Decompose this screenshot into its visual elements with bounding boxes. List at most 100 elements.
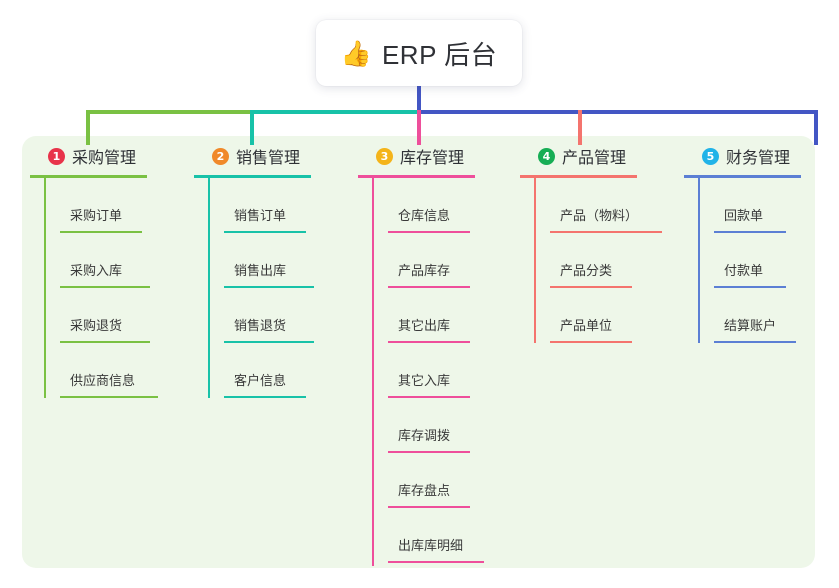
branch-items: 产品（物料） 产品分类产品单位	[534, 178, 662, 343]
branch-title: 库存管理	[400, 150, 465, 167]
branch-title: 财务管理	[726, 150, 791, 167]
branch-leaf-label: 客户信息	[234, 373, 287, 388]
branch-leaf-label: 产品库存	[398, 263, 451, 278]
branch-leaf-label: 仓库信息	[398, 208, 451, 223]
branch-header-underline	[520, 175, 637, 178]
branch-leaf-label: 采购退货	[70, 318, 123, 333]
branch-leaf-item[interactable]: 产品单位	[550, 288, 637, 343]
root-node-title: ERP 后台	[381, 39, 498, 70]
branch-leaf-label: 结算账户	[724, 318, 777, 333]
branch-leaf-underline	[60, 396, 158, 398]
branch-leaf-item[interactable]: 供应商信息	[60, 343, 158, 398]
branch-spine	[44, 178, 46, 398]
branch-column-2: 2 销售管理销售订单销售出库销售退货客户信息	[194, 144, 314, 398]
branch-leaf-item[interactable]: 其它入库	[388, 343, 475, 398]
branch-leaf-label: 销售出库	[234, 263, 287, 278]
branch-spine	[208, 178, 210, 398]
branch-leaf-underline	[714, 341, 796, 343]
branch-leaf-underline	[60, 286, 150, 288]
branch-leaf-underline	[388, 506, 470, 508]
branch-leaf-label: 销售退货	[234, 318, 287, 333]
branch-leaf-underline	[550, 286, 632, 288]
branch-leaf-label: 库存盘点	[398, 483, 451, 498]
connector-bus-segment-green	[86, 110, 252, 114]
branch-leaf-underline	[388, 231, 470, 233]
branch-title: 采购管理	[72, 150, 137, 167]
connector-drop-5	[814, 110, 818, 145]
connector-root-stem	[417, 86, 421, 113]
branch-items: 仓库信息产品库存其它出库其它入库库存调拨库存盘点出库库明细	[372, 178, 484, 566]
branch-leaf-underline	[388, 561, 484, 563]
branch-column-3: 3 库存管理仓库信息产品库存其它出库其它入库库存调拨库存盘点出库库明细	[358, 144, 484, 566]
branch-leaf-item[interactable]: 产品（物料）	[550, 178, 662, 233]
connector-bus-segment-teal	[250, 110, 420, 114]
branch-items: 销售订单销售出库销售退货客户信息	[208, 178, 314, 398]
branch-header-underline	[358, 175, 475, 178]
branch-leaf-label: 付款单	[724, 263, 764, 278]
branch-leaf-item[interactable]: 采购退货	[60, 288, 150, 343]
branch-leaf-item[interactable]: 产品库存	[388, 233, 475, 288]
connector-drop-3	[417, 110, 421, 145]
branch-leaf-underline	[388, 396, 470, 398]
diagram-background-panel	[22, 136, 815, 568]
branch-leaf-label: 库存调拨	[398, 428, 451, 443]
thumbs-up-icon: 👍	[340, 38, 372, 68]
branch-leaf-underline	[224, 396, 306, 398]
branch-leaf-item[interactable]: 销售出库	[224, 233, 314, 288]
branch-items: 采购订单采购入库采购退货供应商信息	[44, 178, 158, 398]
branch-title: 销售管理	[236, 150, 301, 167]
branch-leaf-item[interactable]: 其它出库	[388, 288, 475, 343]
branch-header-underline	[684, 175, 801, 178]
branch-leaf-item[interactable]: 结算账户	[714, 288, 801, 343]
branch-leaf-item[interactable]: 库存调拨	[388, 398, 475, 453]
branch-leaf-label: 产品（物料）	[560, 208, 639, 223]
branch-leaf-underline	[388, 451, 470, 453]
branch-leaf-item[interactable]: 销售退货	[224, 288, 314, 343]
branch-leaf-underline	[60, 231, 142, 233]
branch-leaf-item[interactable]: 仓库信息	[388, 178, 475, 233]
branch-number-badge: 2	[212, 147, 229, 165]
branch-leaf-label: 采购订单	[70, 208, 123, 223]
branch-number-badge: 3	[376, 147, 393, 165]
branch-leaf-item[interactable]: 出库库明细	[388, 508, 484, 563]
branch-header-2[interactable]: 2 销售管理	[194, 144, 311, 168]
branch-spine	[534, 178, 536, 343]
branch-leaf-label: 其它出库	[398, 318, 451, 333]
branch-leaf-label: 回款单	[724, 208, 764, 223]
branch-leaf-label: 产品单位	[560, 318, 613, 333]
branch-leaf-item[interactable]: 客户信息	[224, 343, 311, 398]
branch-leaf-item[interactable]: 付款单	[714, 233, 801, 288]
branch-spine	[698, 178, 700, 343]
branch-leaf-item[interactable]: 库存盘点	[388, 453, 475, 508]
branch-number-badge: 1	[48, 147, 65, 165]
connector-drop-1	[86, 110, 90, 145]
branch-header-underline	[30, 175, 147, 178]
branch-leaf-underline	[550, 231, 662, 233]
branch-leaf-underline	[224, 231, 306, 233]
branch-leaf-underline	[388, 286, 470, 288]
branch-leaf-label: 其它入库	[398, 373, 451, 388]
branch-header-underline	[194, 175, 311, 178]
root-node[interactable]: 👍 ERP 后台	[316, 20, 522, 86]
branch-leaf-label: 供应商信息	[70, 373, 136, 388]
branch-leaf-underline	[550, 341, 632, 343]
branch-title: 产品管理	[562, 150, 627, 167]
branch-header-1[interactable]: 1 采购管理	[30, 144, 147, 168]
branch-leaf-underline	[714, 231, 786, 233]
branch-column-1: 1 采购管理采购订单采购入库采购退货供应商信息	[30, 144, 158, 398]
branch-leaf-label: 采购入库	[70, 263, 123, 278]
branch-header-3[interactable]: 3 库存管理	[358, 144, 475, 168]
branch-leaf-item[interactable]: 产品分类	[550, 233, 637, 288]
branch-leaf-item[interactable]: 采购订单	[60, 178, 147, 233]
branch-leaf-label: 销售订单	[234, 208, 287, 223]
branch-leaf-item[interactable]: 采购入库	[60, 233, 150, 288]
branch-leaf-underline	[224, 286, 314, 288]
connector-drop-2	[250, 110, 254, 145]
branch-leaf-item[interactable]: 回款单	[714, 178, 801, 233]
branch-leaf-label: 产品分类	[560, 263, 613, 278]
branch-leaf-item[interactable]: 销售订单	[224, 178, 311, 233]
branch-leaf-underline	[224, 341, 314, 343]
